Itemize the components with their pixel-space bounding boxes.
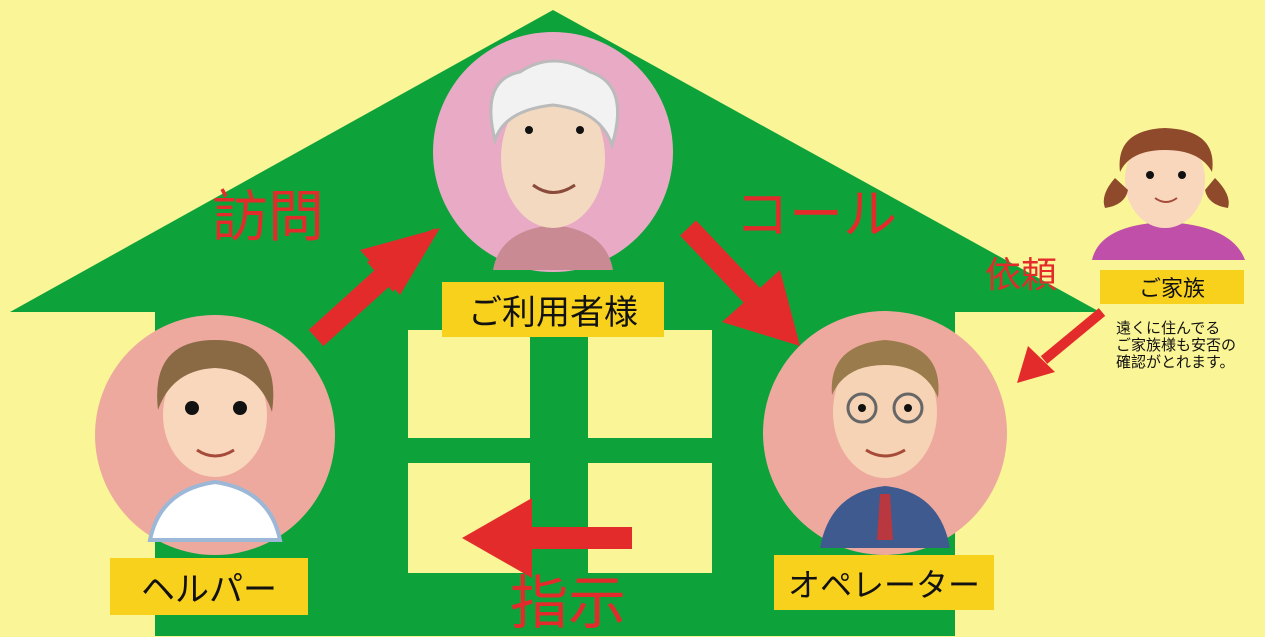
arrow-request — [1017, 308, 1106, 383]
user-avatar — [433, 32, 673, 272]
label-operator: オペレーター — [774, 555, 994, 610]
label-user: ご利用者様 — [442, 282, 664, 337]
action-visit-label: 訪問 — [212, 185, 324, 250]
family-avatar — [1092, 128, 1245, 260]
family-note-line: ご家族様も安否の — [1116, 336, 1237, 354]
arrow-visit — [308, 228, 440, 347]
house-window — [408, 330, 530, 438]
action-call-label: コール — [735, 183, 897, 246]
family-note-line: 確認がとれます。 — [1116, 353, 1235, 371]
family-note-line: 遠くに住んでる — [1116, 319, 1221, 337]
operator-avatar — [763, 311, 1007, 555]
action-request-label: 依頼 — [985, 255, 1058, 296]
action-instruct-label: 指示 — [510, 569, 627, 637]
house-window — [588, 330, 712, 438]
label-helper: ヘルパー — [110, 558, 308, 615]
label-family: ご家族 — [1100, 270, 1244, 304]
family-note: 遠くに住んでる ご家族様も安否の 確認がとれます。 — [1116, 320, 1236, 371]
arrow-instruct — [462, 498, 632, 578]
helper-avatar — [95, 315, 335, 555]
house-window — [588, 463, 712, 573]
arrow-call — [680, 220, 800, 346]
